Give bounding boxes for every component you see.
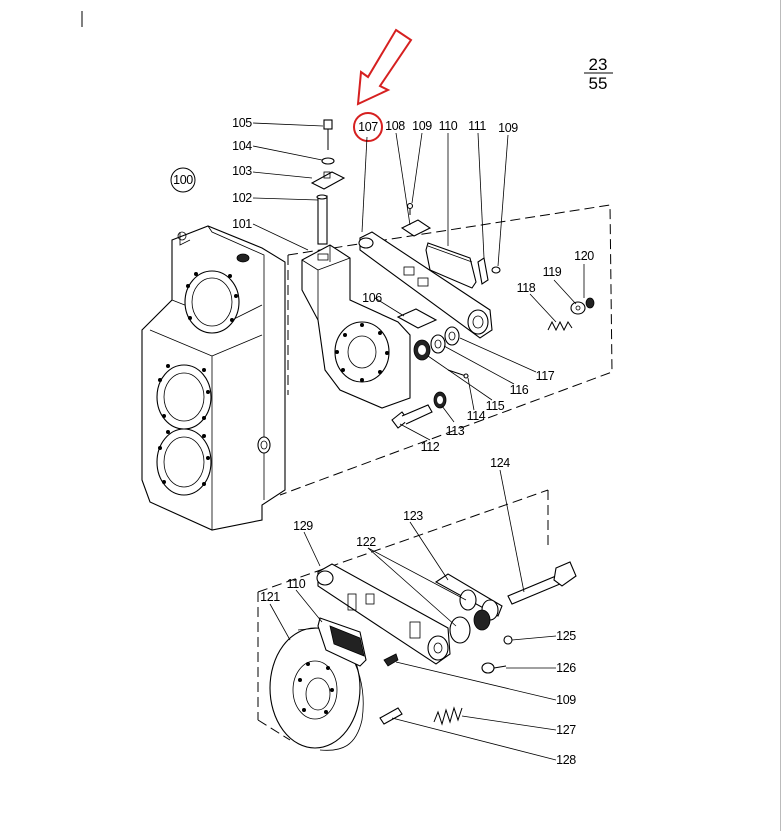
- adjuster-stack: [547, 297, 595, 332]
- group-label-circle: [170, 167, 196, 193]
- callout-109-lower: 109: [556, 693, 576, 707]
- callout-109-top-right: 109: [498, 121, 518, 135]
- callout-126: 126: [556, 661, 576, 675]
- callout-104: 104: [232, 139, 252, 153]
- page-number-top: 23: [589, 55, 608, 74]
- shim-plate: [396, 308, 438, 329]
- callout-128: 128: [556, 753, 576, 767]
- callout-120: 120: [574, 249, 594, 263]
- callout-129: 129: [293, 519, 313, 533]
- upper-bolt-stack: [310, 119, 346, 245]
- callout-109-top-left: 109: [412, 119, 432, 133]
- callout-119: 119: [543, 265, 562, 279]
- retainer-plate: [400, 202, 432, 237]
- washer-stack: [413, 326, 460, 361]
- brake-pad-lower: [317, 617, 367, 667]
- brake-disc: [269, 627, 364, 751]
- callout-127: 127: [556, 723, 576, 737]
- callout-116: 116: [510, 383, 529, 397]
- lower-bolt: [391, 391, 447, 429]
- highlight-circle: [353, 112, 383, 142]
- callout-118: 118: [517, 281, 536, 295]
- callout-105: 105: [232, 116, 252, 130]
- callout-115: 115: [486, 399, 505, 413]
- cotter-pin: [447, 369, 467, 377]
- callout-102: 102: [232, 191, 252, 205]
- spring-clip: [477, 257, 501, 285]
- lower-caliper-arm: [316, 563, 451, 665]
- upper-assembly-boundary: [279, 204, 613, 496]
- callout-111: 111: [468, 119, 486, 133]
- page-number-bottom: 55: [589, 74, 608, 93]
- screw-lower: [383, 653, 399, 667]
- caliper-bracket: [301, 244, 411, 409]
- callout-121: 121: [260, 590, 280, 604]
- caliper-arm: [358, 231, 493, 339]
- callout-103: 103: [232, 164, 252, 178]
- leader-lines: [252, 122, 585, 761]
- callout-113: 113: [446, 424, 465, 438]
- spring: [433, 706, 463, 726]
- group-label: 100: [173, 173, 193, 187]
- pin: [379, 707, 403, 725]
- long-bolt: [507, 561, 577, 605]
- callout-125: 125: [556, 629, 576, 643]
- callout-108: 108: [385, 119, 405, 133]
- ball: [503, 635, 513, 645]
- highlight-arrow-icon: [356, 28, 413, 106]
- callout-labels: 105 104 103 102 101 107 108 109 110 111 …: [232, 116, 595, 767]
- gearbox-housing: [141, 225, 286, 531]
- brake-pad-upper: [425, 242, 477, 289]
- callout-101: 101: [232, 217, 252, 231]
- set-screw: [481, 662, 507, 674]
- callout-112: 112: [421, 440, 440, 454]
- callout-124: 124: [490, 456, 510, 470]
- callout-117: 117: [536, 369, 555, 383]
- lower-assembly-boundary: [257, 489, 549, 741]
- callout-123: 123: [403, 509, 423, 523]
- callout-106: 106: [362, 291, 382, 305]
- callout-110-upper: 110: [439, 119, 458, 133]
- linkage-bracket: [434, 573, 503, 644]
- callout-114: 114: [467, 409, 486, 423]
- callout-107: 107: [358, 120, 378, 134]
- callout-122: 122: [356, 535, 376, 549]
- callout-110-lower: 110: [287, 577, 306, 591]
